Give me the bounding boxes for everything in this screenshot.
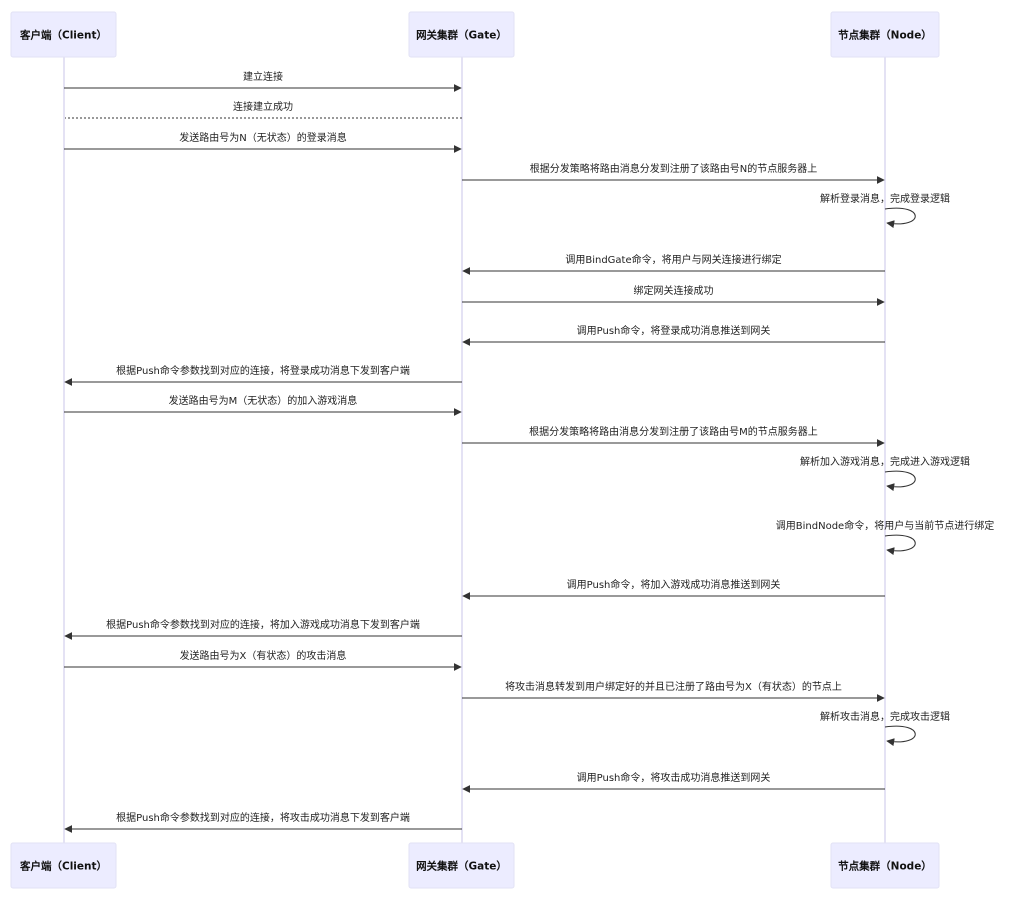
message: 调用Push命令，将攻击成功消息推送到网关 xyxy=(462,771,885,793)
message-label: 绑定网关连接成功 xyxy=(634,284,714,297)
message-label: 发送路由号为X（有状态）的攻击消息 xyxy=(180,649,347,662)
message: 根据Push命令参数找到对应的连接，将登录成功消息下发到客户端 xyxy=(64,364,462,386)
message-label: 调用Push命令，将加入游戏成功消息推送到网关 xyxy=(567,578,781,591)
message-label: 发送路由号为N（无状态）的登录消息 xyxy=(179,131,346,144)
message: 解析登录消息，完成登录逻辑 xyxy=(820,192,950,229)
actors-bottom: 客户端（Client） 网关集群（Gate） 节点集群（Node） xyxy=(10,842,940,889)
actor-label: 节点集群（Node） xyxy=(838,860,932,873)
actor-gate-bottom: 网关集群（Gate） xyxy=(408,842,515,889)
message: 根据Push命令参数找到对应的连接，将攻击成功消息下发到客户端 xyxy=(64,811,462,833)
message-label: 根据Push命令参数找到对应的连接，将加入游戏成功消息下发到客户端 xyxy=(106,618,420,631)
message-label: 连接建立成功 xyxy=(233,100,293,113)
actor-box xyxy=(830,842,940,889)
message-label: 根据Push命令参数找到对应的连接，将登录成功消息下发到客户端 xyxy=(116,364,410,377)
message: 连接建立成功 xyxy=(65,100,462,119)
message: 根据分发策略将路由消息分发到注册了该路由号N的节点服务器上 xyxy=(462,162,885,184)
actor-client-top: 客户端（Client） xyxy=(10,11,117,58)
self-message-arrow xyxy=(884,534,916,556)
message-label: 解析加入游戏消息，完成进入游戏逻辑 xyxy=(800,455,970,468)
actor-node-top: 节点集群（Node） xyxy=(830,11,940,58)
message-label: 调用Push命令，将攻击成功消息推送到网关 xyxy=(577,771,771,784)
message-label: 根据Push命令参数找到对应的连接，将攻击成功消息下发到客户端 xyxy=(116,811,410,824)
message: 发送路由号为M（无状态）的加入游戏消息 xyxy=(64,394,462,416)
message-label: 根据分发策略将路由消息分发到注册了该路由号M的节点服务器上 xyxy=(529,425,818,438)
messages: 建立连接连接建立成功发送路由号为N（无状态）的登录消息根据分发策略将路由消息分发… xyxy=(64,70,994,833)
actor-box xyxy=(830,11,940,58)
actor-box xyxy=(10,842,117,889)
message-label: 调用BindGate命令，将用户与网关连接进行绑定 xyxy=(565,253,781,266)
message-label: 发送路由号为M（无状态）的加入游戏消息 xyxy=(169,394,358,407)
self-message-arrow xyxy=(884,470,916,492)
actor-gate-top: 网关集群（Gate） xyxy=(408,11,515,58)
message-label: 调用BindNode命令，将用户与当前节点进行绑定 xyxy=(776,519,994,532)
message-label: 根据分发策略将路由消息分发到注册了该路由号N的节点服务器上 xyxy=(530,162,817,175)
message-label: 建立连接 xyxy=(243,70,283,83)
self-message-arrow xyxy=(884,725,916,747)
actor-client-bottom: 客户端（Client） xyxy=(10,842,117,889)
message-label: 解析攻击消息，完成攻击逻辑 xyxy=(820,710,950,723)
actor-box xyxy=(10,11,117,58)
message: 将攻击消息转发到用户绑定好的并且已注册了路由号为X（有状态）的节点上 xyxy=(462,680,885,702)
actor-node-bottom: 节点集群（Node） xyxy=(830,842,940,889)
message: 调用Push命令，将登录成功消息推送到网关 xyxy=(462,324,885,346)
message-label: 将攻击消息转发到用户绑定好的并且已注册了路由号为X（有状态）的节点上 xyxy=(505,680,842,693)
actor-label: 客户端（Client） xyxy=(19,860,107,873)
message-label: 解析登录消息，完成登录逻辑 xyxy=(820,192,950,205)
actor-box xyxy=(408,842,515,889)
message: 根据分发策略将路由消息分发到注册了该路由号M的节点服务器上 xyxy=(462,425,885,447)
lifelines xyxy=(63,57,886,843)
actors-top: 客户端（Client） 网关集群（Gate） 节点集群（Node） xyxy=(10,11,940,58)
message: 发送路由号为X（有状态）的攻击消息 xyxy=(64,649,462,671)
message: 发送路由号为N（无状态）的登录消息 xyxy=(64,131,462,153)
actor-label: 节点集群（Node） xyxy=(838,29,932,42)
message: 调用BindNode命令，将用户与当前节点进行绑定 xyxy=(776,519,994,556)
message-label: 调用Push命令，将登录成功消息推送到网关 xyxy=(577,324,771,337)
message: 解析加入游戏消息，完成进入游戏逻辑 xyxy=(800,455,970,492)
message: 调用BindGate命令，将用户与网关连接进行绑定 xyxy=(462,253,885,275)
message: 调用Push命令，将加入游戏成功消息推送到网关 xyxy=(462,578,885,600)
actor-label: 客户端（Client） xyxy=(19,29,107,42)
message: 绑定网关连接成功 xyxy=(462,284,885,306)
message: 建立连接 xyxy=(64,70,462,92)
self-message-arrow xyxy=(884,207,916,229)
actor-box xyxy=(408,11,515,58)
actor-label: 网关集群（Gate） xyxy=(416,29,507,42)
actor-label: 网关集群（Gate） xyxy=(416,860,507,873)
message: 根据Push命令参数找到对应的连接，将加入游戏成功消息下发到客户端 xyxy=(64,618,462,640)
message: 解析攻击消息，完成攻击逻辑 xyxy=(820,710,950,747)
